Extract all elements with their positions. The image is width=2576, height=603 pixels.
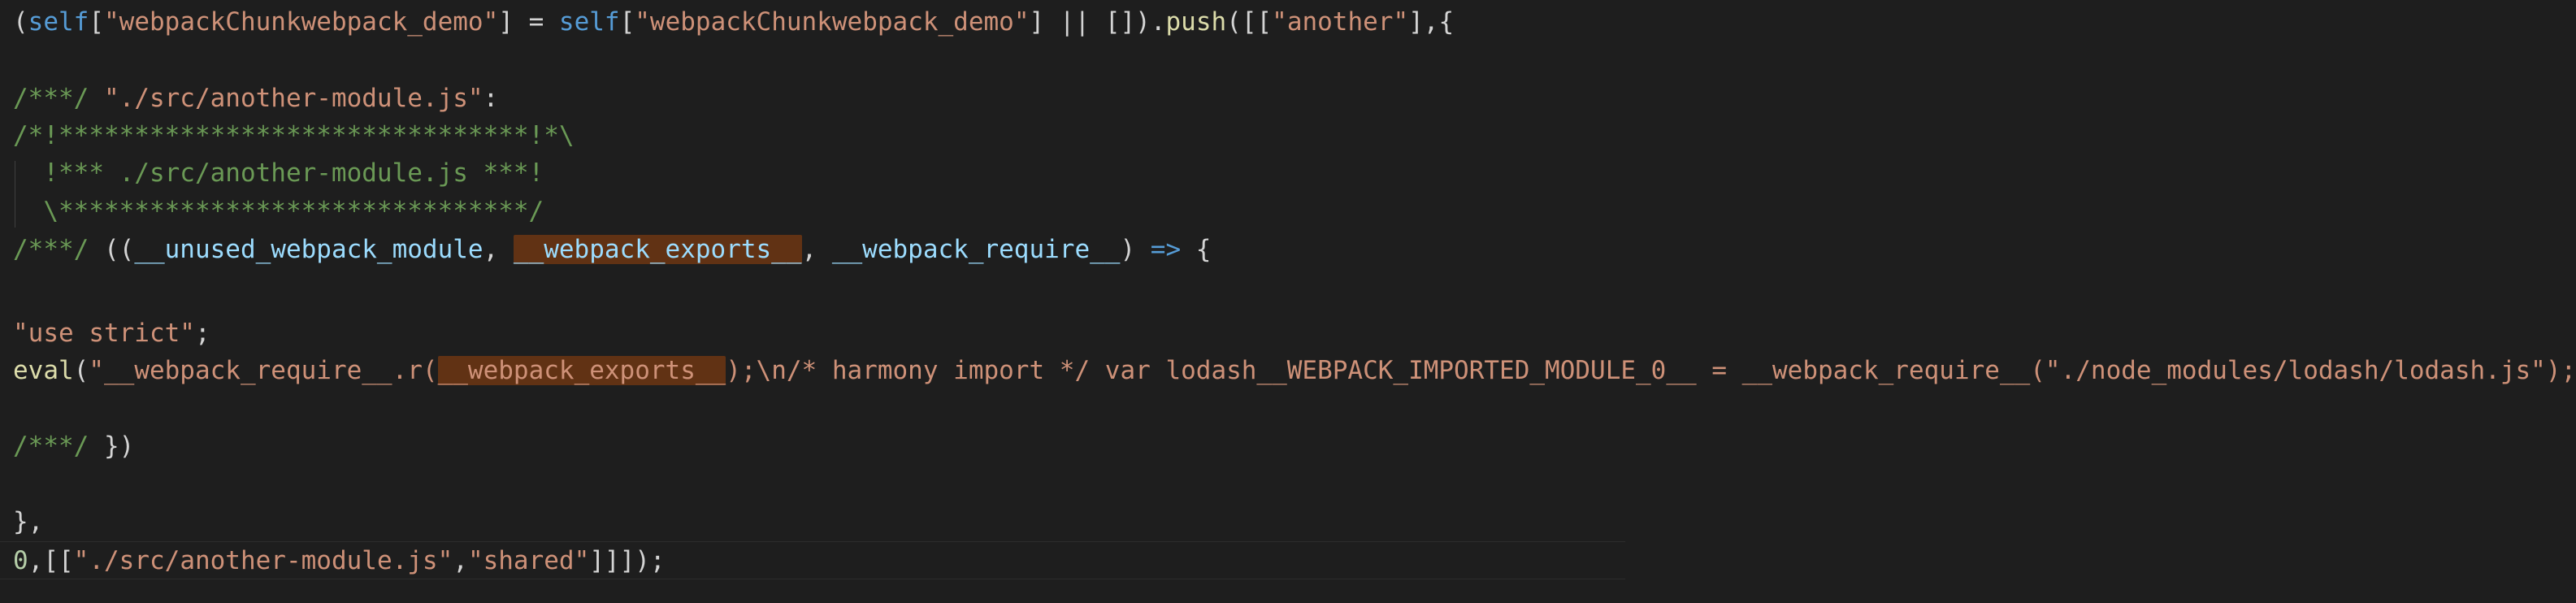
code-line-7[interactable]: /***/ ((__unused_webpack_module, __webpa… bbox=[13, 231, 1211, 269]
token: !*** ./src/another-module.js ***! bbox=[13, 158, 544, 188]
token: /***/ bbox=[13, 235, 104, 264]
token: "another" bbox=[1272, 7, 1409, 37]
code-line-9[interactable]: "use strict"; bbox=[13, 315, 210, 353]
token: ],{ bbox=[1408, 7, 1455, 37]
token: { bbox=[1181, 235, 1212, 264]
code-line-10[interactable]: eval("__webpack_require__.r(__webpack_ex… bbox=[13, 352, 2576, 390]
token: (( bbox=[103, 235, 135, 264]
token: , bbox=[453, 546, 468, 575]
highlighted-token: __webpack_exports__ bbox=[513, 235, 802, 264]
token: /***/ bbox=[13, 84, 104, 113]
token: => bbox=[1150, 235, 1182, 264]
token: self bbox=[28, 7, 89, 37]
code-line-14[interactable]: }, bbox=[13, 503, 43, 541]
code-line-1[interactable]: (self["webpackChunkwebpack_demo"] = self… bbox=[13, 3, 1454, 41]
token: __webpack_require__ bbox=[831, 235, 1121, 264]
token: eval bbox=[13, 356, 74, 385]
code-line-5[interactable]: !*** ./src/another-module.js ***! bbox=[13, 154, 544, 193]
token: : bbox=[483, 84, 499, 113]
token: "use strict" bbox=[13, 319, 195, 348]
token: /*!*******************************!*\ bbox=[13, 121, 575, 150]
token: }) bbox=[103, 432, 135, 461]
token: ,[[ bbox=[28, 546, 74, 575]
code-line-3[interactable]: /***/ "./src/another-module.js": bbox=[13, 80, 498, 118]
token: ) bbox=[1120, 235, 1151, 264]
token: "__webpack_require__.r( bbox=[89, 356, 438, 385]
token: "webpackChunkwebpack_demo" bbox=[104, 7, 499, 37]
token: [ bbox=[619, 7, 635, 37]
token: ] = bbox=[498, 7, 559, 37]
code-line-6[interactable]: \*******************************/ bbox=[13, 193, 544, 231]
token: ] || []). bbox=[1029, 7, 1166, 37]
code-line-4[interactable]: /*!*******************************!*\ bbox=[13, 117, 575, 155]
token: "./src/another-module.js" bbox=[103, 84, 484, 113]
code-line-12[interactable]: /***/ }) bbox=[13, 427, 134, 466]
token: , bbox=[801, 235, 832, 264]
token: /***/ bbox=[13, 432, 104, 461]
token: __unused_webpack_module bbox=[134, 235, 484, 264]
token: "./src/another-module.js" bbox=[73, 546, 453, 575]
token: \*******************************/ bbox=[13, 197, 544, 226]
token: ( bbox=[73, 356, 89, 385]
token: );\n/* harmony import */ var lodash__WEB… bbox=[726, 356, 2576, 385]
token: ; bbox=[194, 319, 210, 348]
token: "shared" bbox=[467, 546, 590, 575]
token: , bbox=[483, 235, 514, 264]
token: [ bbox=[89, 7, 104, 37]
token: push bbox=[1165, 7, 1227, 37]
code-line-15-current[interactable]: 0,[["./src/another-module.js","shared"]]… bbox=[0, 541, 1625, 579]
token: ( bbox=[13, 7, 28, 37]
highlighted-token: __webpack_exports__ bbox=[437, 356, 726, 385]
token: ]]]); bbox=[589, 546, 666, 575]
token: ([[ bbox=[1226, 7, 1273, 37]
token: }, bbox=[13, 507, 44, 536]
token: "webpackChunkwebpack_demo" bbox=[635, 7, 1030, 37]
token: self bbox=[558, 7, 620, 37]
token: 0 bbox=[13, 546, 28, 575]
